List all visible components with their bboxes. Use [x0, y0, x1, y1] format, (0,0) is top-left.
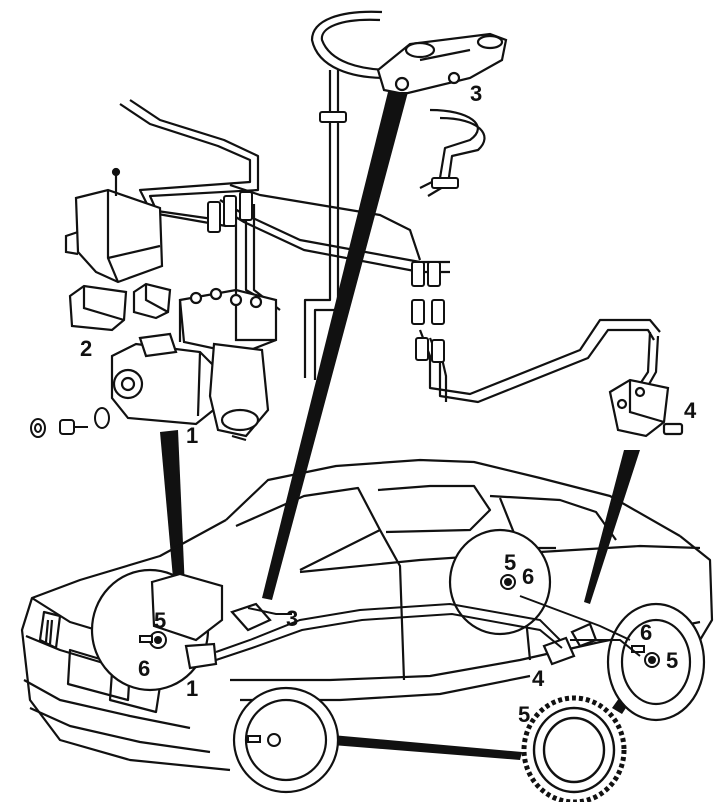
callout-6-front: 6	[138, 656, 150, 681]
sensor-tone-ring	[521, 695, 627, 802]
callout-1-upper: 1	[186, 423, 198, 448]
fluid-reservoir	[64, 167, 164, 284]
callout-3-upper: 3	[470, 81, 482, 106]
installed-brake-lines	[215, 595, 641, 661]
callout-1-lower: 1	[186, 676, 198, 701]
callout-5-wheel: 5	[518, 702, 530, 727]
line-fittings	[207, 111, 459, 363]
callout-4-lower: 4	[532, 666, 545, 691]
callout-6-rear-top: 6	[522, 564, 534, 589]
callout-6-rear-right: 6	[640, 620, 652, 645]
installed-components	[150, 572, 598, 670]
callout-4-upper: 4	[684, 398, 697, 423]
relay-modules	[68, 282, 172, 332]
callout-3-lower: 3	[286, 606, 298, 631]
wheel-sensors	[139, 574, 660, 747]
master-cylinder	[376, 32, 508, 96]
abs-hydraulic-unit	[110, 287, 278, 442]
callout-5-rear-right: 5	[666, 648, 678, 673]
callout-labels: 1 1 2 3 3 4 4 5 5 5 5 6 6 6	[80, 81, 697, 727]
callout-2: 2	[80, 336, 92, 361]
callout-5-front-top: 5	[154, 608, 166, 633]
callout-5-rear-top: 5	[504, 550, 516, 575]
fitting-parts	[30, 407, 110, 438]
pressure-valve	[608, 378, 684, 438]
